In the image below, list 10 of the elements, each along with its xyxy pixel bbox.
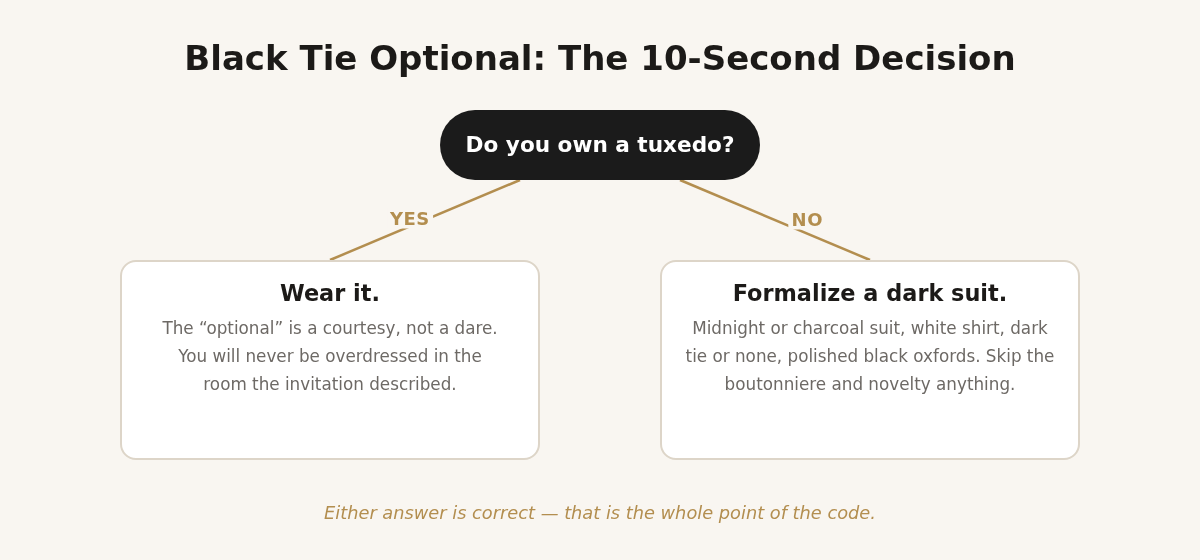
- diagram-title: Black Tie Optional: The 10-Second Decision: [184, 37, 1016, 79]
- outcome-card: [660, 260, 1080, 460]
- outcome-card: [120, 260, 540, 460]
- card-body-text: The “optional” is a courtesy, not a dare. You will never be overdressed in the room the invitation described.: [161, 317, 499, 396]
- card-body-text: Midnight or charcoal suit, white shirt, dark tie or none, polished black oxfords. Skip the boutonniere and novelty anything.: [685, 317, 1055, 396]
- card-heading: Formalize a dark suit.: [732, 279, 1008, 307]
- card-heading: Wear it.: [280, 279, 380, 307]
- question-text: Do you own a tuxedo?: [465, 132, 735, 158]
- caption-text: Either answer is correct — that is the whole point of the code.: [324, 502, 876, 524]
- connector-line: [679, 178, 871, 262]
